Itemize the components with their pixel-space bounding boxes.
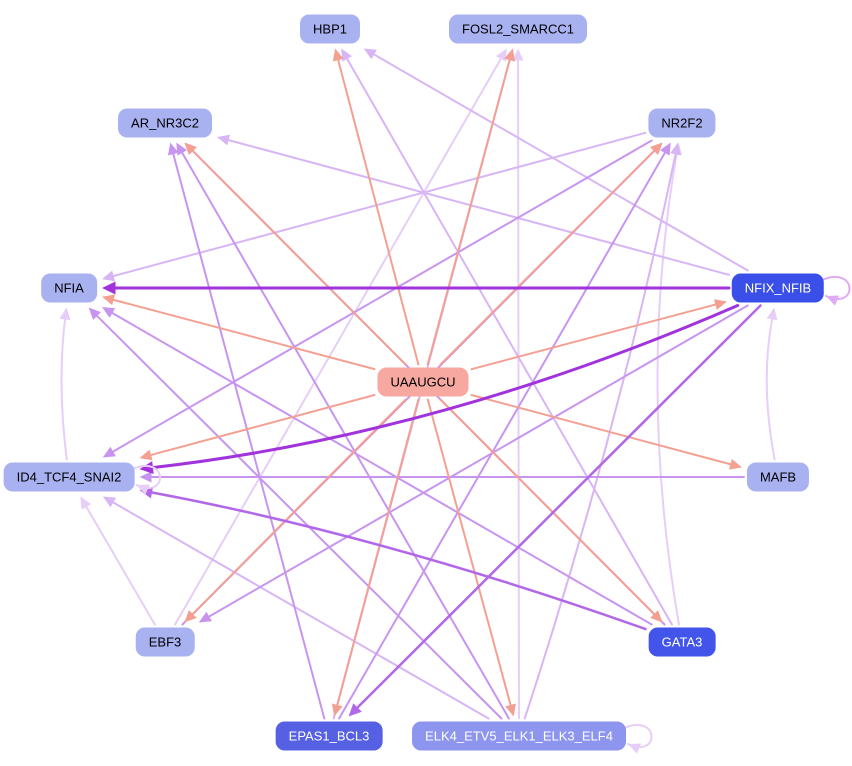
edge-arrowhead xyxy=(332,48,344,62)
edge xyxy=(190,148,407,366)
edge-arrowhead xyxy=(826,295,840,306)
node-label: NFIA xyxy=(54,280,84,296)
edge-arrowhead xyxy=(102,294,116,306)
edge-arrowhead xyxy=(670,142,681,156)
edge-arrowhead xyxy=(217,134,231,146)
edge-arrowhead xyxy=(766,307,778,321)
node-label: NFIX_NFIB xyxy=(744,280,812,296)
edge-arrowhead xyxy=(102,270,116,282)
node-ebf3[interactable]: EBF3 xyxy=(135,627,195,657)
edge-arrowhead xyxy=(504,48,515,62)
edge-arrowhead xyxy=(660,142,671,156)
node-elk4-etv5-elk1-elk3-elf4[interactable]: ELK4_ETV5_ELK1_ELK3_ELF4 xyxy=(412,721,626,751)
edge xyxy=(354,304,762,711)
node-label: GATA3 xyxy=(661,634,703,650)
edge-arrowhead xyxy=(139,449,153,461)
node-hbp1[interactable]: HBP1 xyxy=(300,14,360,44)
edge-arrowhead xyxy=(348,703,362,717)
edge xyxy=(338,149,667,720)
edge xyxy=(60,316,68,461)
edge xyxy=(190,398,407,617)
edge-arrowhead xyxy=(341,48,352,62)
edge xyxy=(335,398,420,709)
node-label: FOSL2_SMARCC1 xyxy=(462,21,574,37)
edge-arrowhead xyxy=(650,610,663,623)
edge xyxy=(110,298,376,371)
edge xyxy=(84,503,156,626)
node-label: HBP1 xyxy=(313,21,347,37)
node-id4-tcf4-snai2[interactable]: ID4_TCF4_SNAI2 xyxy=(3,462,135,492)
edge xyxy=(439,398,657,617)
edge-arrowhead xyxy=(80,496,92,510)
edge xyxy=(174,55,503,626)
node-label: MAFB xyxy=(759,469,797,485)
edge xyxy=(656,150,680,626)
edge-arrowhead xyxy=(713,299,727,310)
edge-arrowhead xyxy=(139,461,154,475)
edge xyxy=(344,55,673,626)
edge-arrowhead xyxy=(505,703,516,717)
edge-arrowhead xyxy=(136,484,150,495)
edge-arrowhead xyxy=(102,281,116,295)
edge xyxy=(94,313,503,720)
edge-arrowhead xyxy=(176,142,188,156)
edge-arrowhead xyxy=(650,142,663,155)
edge-arrowhead xyxy=(88,307,101,320)
edge xyxy=(171,150,326,720)
edge xyxy=(470,302,719,371)
edge-arrowhead xyxy=(512,48,524,61)
edge xyxy=(109,310,653,626)
edge xyxy=(426,398,513,709)
node-nfia[interactable]: NFIA xyxy=(41,273,97,303)
edge xyxy=(147,394,376,457)
edge xyxy=(336,56,420,366)
edge xyxy=(470,393,734,466)
edge xyxy=(523,150,678,720)
edge-arrowhead xyxy=(728,458,742,470)
edge-arrowhead xyxy=(139,471,152,483)
edge xyxy=(110,131,647,278)
node-label: ELK4_ETV5_ELK1_ELK3_ELF4 xyxy=(425,728,613,744)
node-nr2f2[interactable]: NR2F2 xyxy=(648,108,716,138)
edge-arrowhead xyxy=(168,142,179,156)
node-label: NR2F2 xyxy=(661,115,703,131)
edge xyxy=(148,490,647,631)
edge xyxy=(206,304,749,619)
edge-arrowhead xyxy=(102,446,116,458)
edge xyxy=(439,148,657,366)
edge-arrowhead xyxy=(628,743,642,754)
node-label: ID4_TCF4_SNAI2 xyxy=(16,469,122,485)
edge-arrowhead xyxy=(184,142,197,155)
edge xyxy=(426,56,512,366)
edge-arrowhead xyxy=(184,610,197,623)
edge xyxy=(110,139,653,454)
edge xyxy=(110,500,490,720)
node-mafb[interactable]: MAFB xyxy=(746,462,810,492)
edge xyxy=(148,304,740,470)
node-gata3[interactable]: GATA3 xyxy=(648,627,716,657)
node-label: EBF3 xyxy=(148,634,182,650)
node-nfix-nfib[interactable]: NFIX_NFIB xyxy=(731,273,825,303)
edge xyxy=(225,138,730,276)
edge xyxy=(765,315,776,461)
edge-arrowhead xyxy=(496,48,507,62)
node-uaaugcu[interactable]: UAAUGCU xyxy=(377,367,469,397)
node-fosl2-smarcc1[interactable]: FOSL2_SMARCC1 xyxy=(449,14,587,44)
edge-arrowhead xyxy=(198,611,212,623)
edge-arrowhead xyxy=(331,703,343,717)
node-ar-nr3c2[interactable]: AR_NR3C2 xyxy=(118,108,212,138)
edge-arrowhead xyxy=(102,307,116,318)
node-label: AR_NR3C2 xyxy=(131,115,199,131)
node-epas1-bcl3[interactable]: EPAS1_BCL3 xyxy=(275,721,383,751)
edge-arrowhead xyxy=(102,496,117,508)
edge-arrowhead xyxy=(363,48,377,60)
node-label: UAAUGCU xyxy=(390,374,456,390)
edge xyxy=(371,52,749,272)
edge-arrowhead xyxy=(59,307,71,321)
node-label: EPAS1_BCL3 xyxy=(288,728,370,744)
